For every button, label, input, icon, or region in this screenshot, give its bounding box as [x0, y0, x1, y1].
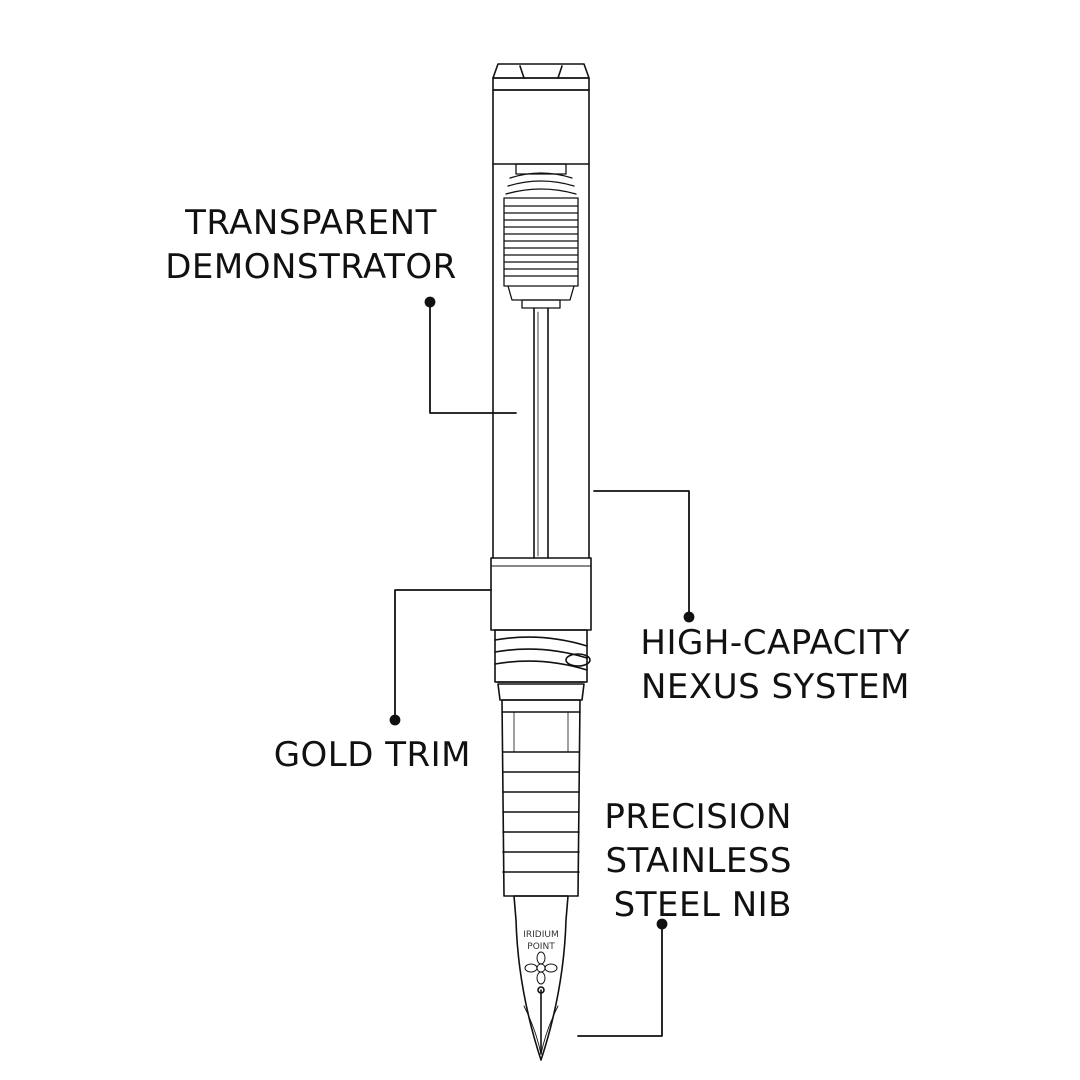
gold-trim-ring [490, 557, 592, 631]
nib-flower-engraving [524, 951, 558, 985]
callout-lines [389, 296, 695, 1037]
label-line: STAINLESS [605, 841, 792, 881]
piston-rod [533, 307, 549, 559]
label-line: STEEL NIB [613, 885, 792, 925]
nib: IRIDIUM POINT [513, 895, 569, 1061]
grip-section [497, 683, 585, 897]
label-line: DEMONSTRATOR [165, 247, 457, 287]
nib-engraving-line1: IRIDIUM [523, 930, 559, 940]
label-gold-trim: GOLD TRIM [255, 733, 471, 777]
leader-dot-gold-trim [389, 714, 401, 726]
label-line: NEXUS SYSTEM [640, 667, 910, 707]
label-line: PRECISION [604, 797, 792, 837]
leader-dot-nib [656, 918, 668, 930]
label-line: GOLD TRIM [273, 735, 471, 775]
leader-demonstrator [429, 301, 517, 414]
label-line: HIGH-CAPACITY [640, 623, 910, 663]
label-precision-stainless-steel-nib: PRECISION STAINLESS STEEL NIB [578, 795, 792, 927]
leader-nib [577, 923, 663, 1037]
label-line: TRANSPARENT [185, 203, 437, 243]
nib-engraving-line2: POINT [527, 942, 555, 952]
label-transparent-demonstrator: TRANSPARENT DEMONSTRATOR [150, 201, 472, 289]
leader-dot-demonstrator [424, 296, 436, 308]
leader-nexus [593, 490, 690, 618]
transparent-barrel [492, 163, 590, 559]
piston-mechanism [503, 163, 579, 309]
label-high-capacity-nexus-system: HIGH-CAPACITY NEXUS SYSTEM [600, 621, 910, 709]
top-cap [492, 63, 590, 165]
leader-dot-nexus [683, 611, 695, 623]
leader-gold-trim [394, 589, 492, 721]
threads [494, 629, 591, 683]
